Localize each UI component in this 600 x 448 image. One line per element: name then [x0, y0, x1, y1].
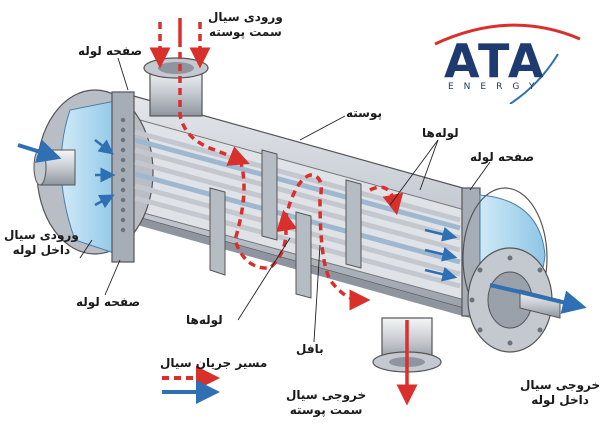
baffle-3: [295, 211, 312, 299]
shell-flow-path: [149, 18, 418, 406]
label-tubes-bottom: لوله‌ها: [186, 313, 223, 327]
label-flow-path: مسیر جریان سیال: [160, 356, 268, 370]
label-tube-sheet-bottom-left: صفحه لوله: [76, 295, 141, 309]
baffle-4: [345, 179, 362, 269]
tube-flow-path: [17, 139, 587, 314]
logo-swoosh: [434, 23, 581, 104]
baffle-2: [261, 149, 278, 241]
baffle-1: [209, 187, 226, 276]
baffles: [209, 149, 362, 299]
left-tube-sheet-holes: [120, 117, 126, 233]
label-shell: پوسته: [346, 106, 383, 120]
leader-lines: [79, 57, 491, 343]
label-tube-sheet-right: صفحه لوله: [470, 150, 535, 164]
left-tube-sheet: [111, 91, 135, 263]
shell-inlet-nozzle: [143, 57, 209, 117]
label-tubes-top: لوله‌ها: [422, 126, 459, 140]
logo-sub-text: ENERGY: [448, 82, 545, 92]
ata-energy-logo: ATA ENERGY: [430, 14, 590, 104]
label-baffle: بافل: [296, 342, 324, 356]
logo-brand-text: ATA: [444, 34, 546, 88]
label-tube-sheet-top-left: صفحه لوله: [78, 44, 143, 58]
right-channel-head: [461, 187, 561, 353]
